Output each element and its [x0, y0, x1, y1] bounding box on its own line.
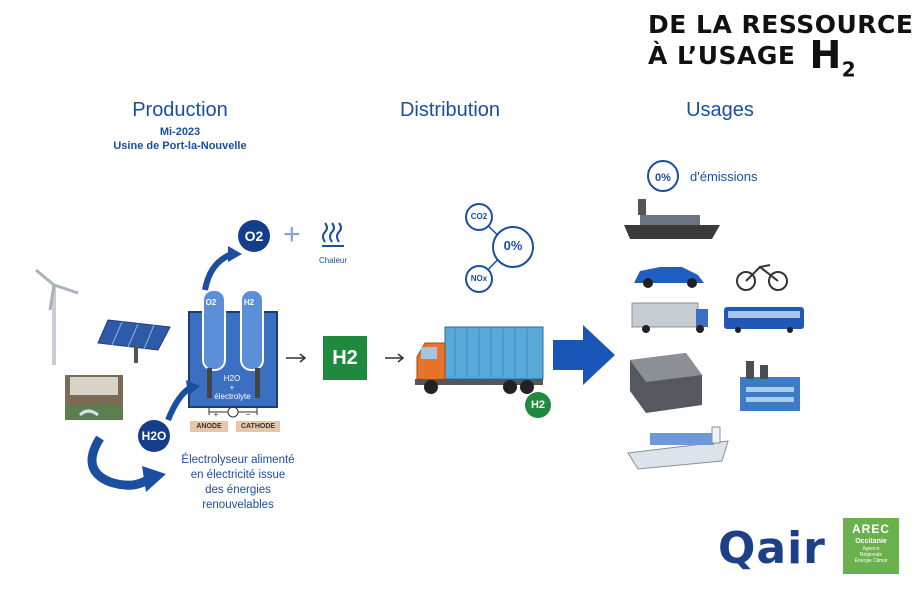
zero-percent-distribution: 0%: [503, 238, 523, 253]
h2-tube-label: H2: [243, 298, 255, 307]
header-h2: H2: [809, 33, 856, 82]
water-in-tank-label: H2O: [223, 374, 241, 383]
caption-line-3: des énergies: [205, 484, 271, 496]
header-line-1: DE LA RESSOURCE: [648, 10, 914, 39]
co2-label: CO2: [470, 212, 488, 221]
o2-tube-label: O2: [205, 298, 217, 307]
hydro-station-icon: [65, 375, 123, 420]
car-icon: [634, 267, 704, 288]
h2o-badge: H2O: [138, 420, 170, 452]
arec-tagline-1: Agence: [862, 546, 880, 552]
emissions-label: d'émissions: [690, 169, 758, 184]
electrolyser-illustration: [188, 290, 278, 418]
plus-sign: +: [213, 410, 219, 419]
arec-logo: AREC Occitanie Agence Régionale Énergie …: [843, 518, 899, 574]
arec-tagline-2: Régionale: [859, 552, 883, 558]
emissions-molecule-icon: [465, 203, 534, 293]
h2-box: H2: [323, 336, 367, 380]
truck-h2-badge: H2: [525, 392, 551, 418]
container-ship-icon: [627, 426, 729, 470]
barge-icon: [624, 199, 720, 239]
header-usage-text: À L’USAGE: [648, 41, 796, 70]
heat-label: Chaleur: [318, 256, 347, 265]
arec-region: Occitanie: [855, 538, 887, 545]
caption-line-2: en électricité issue: [190, 469, 286, 481]
factory-icon: [740, 361, 800, 411]
usages-title: Usages: [686, 99, 754, 121]
zero-percent-usages: 0%: [647, 160, 679, 192]
header-h: H: [809, 33, 842, 77]
bus-icon: [724, 307, 804, 333]
renewables-illustration: [35, 268, 171, 420]
arec-name: AREC: [851, 522, 890, 536]
usages-illustrations: [624, 199, 804, 470]
big-arrow-to-usages: [553, 325, 615, 385]
heat-icon: [322, 222, 344, 247]
electrolyte-label: électrolyte: [214, 392, 251, 401]
wind-turbine-icon: [35, 268, 79, 365]
header-title: DE LA RESSOURCE À L’USAGE H2: [648, 10, 920, 85]
anode-label: ANODE: [190, 421, 228, 432]
bike-icon: [736, 264, 788, 291]
solar-panel-icon: [97, 319, 171, 363]
caption-line-4: renouvelables: [202, 499, 274, 511]
production-date: Mi-2023: [159, 126, 201, 138]
nox-label: NOx: [470, 274, 488, 283]
qair-logo: Qair: [718, 523, 826, 574]
production-site: Usine de Port-la-Nouvelle: [113, 140, 247, 152]
o2-tube: [202, 290, 226, 371]
truck-icon: [415, 326, 544, 394]
cathode-label: CATHODE: [236, 421, 280, 432]
o2-badge: O2: [238, 220, 270, 252]
caption-line-1: Électrolyseur alimenté: [181, 454, 295, 466]
h2-tube: [240, 290, 264, 371]
plus-icon: +: [283, 218, 301, 251]
distribution-title: Distribution: [399, 99, 501, 121]
o2-arrow-head: [228, 246, 242, 262]
arec-tagline-3: Énergie Climat: [854, 558, 888, 564]
header-line-2: À L’USAGE H2: [648, 36, 920, 85]
electrolyser-caption: Électrolyseur alimenté en électricité is…: [158, 453, 318, 513]
minus-sign: −: [245, 410, 251, 419]
tank-plus-label: +: [229, 383, 235, 392]
lorry-icon: [631, 302, 708, 333]
o2-curved-arrow: [202, 251, 234, 291]
battery-storage-icon: [630, 353, 702, 413]
production-title: Production: [132, 99, 228, 121]
header-h-sub: 2: [841, 57, 857, 82]
